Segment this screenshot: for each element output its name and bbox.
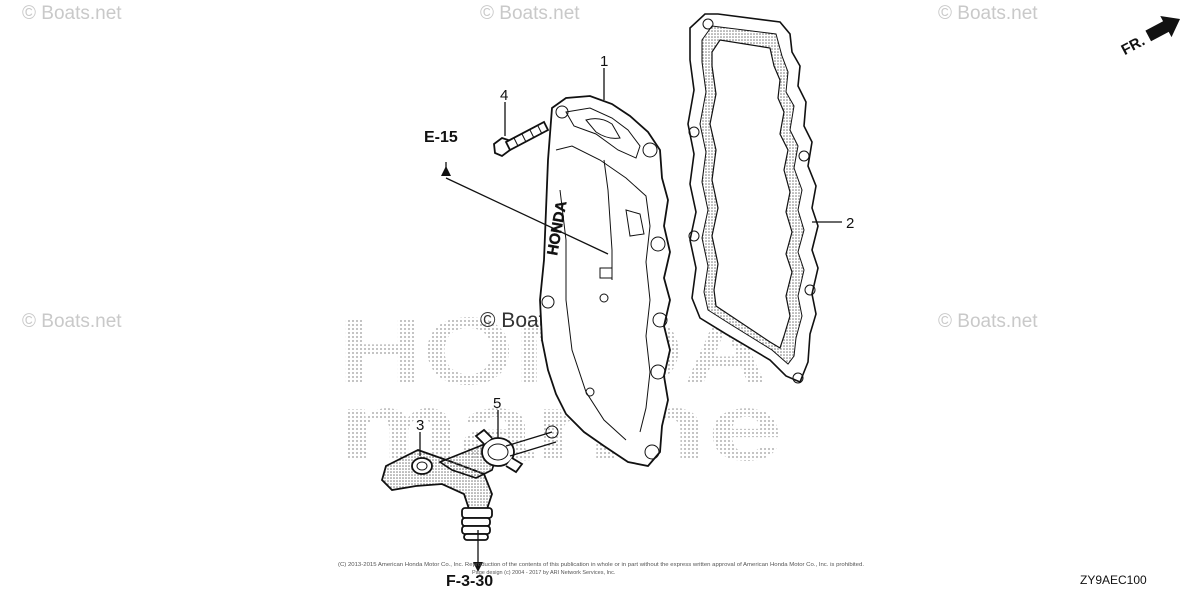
head-cover-part[interactable]: HONDA <box>539 95 671 467</box>
watermark-top-right: © Boats.net <box>938 3 1038 24</box>
reference-arrow-upper-icon <box>441 166 451 176</box>
copyright-line-1: (C) 2013-2015 American Honda Motor Co., … <box>338 562 865 568</box>
copyright-line-2: Page design (c) 2004 - 2017 by ARI Netwo… <box>472 570 616 576</box>
watermark-mid-right: © Boats.net <box>938 311 1038 332</box>
watermark-top-center: © Boats.net <box>480 3 580 24</box>
reference-line-upper-diagonal <box>445 177 609 255</box>
hose-clamp-part[interactable] <box>474 428 557 474</box>
callout-5[interactable]: 5 <box>493 395 501 412</box>
reference-lower[interactable]: F-3-30 <box>446 573 493 590</box>
reference-arrow-lower-icon <box>473 562 483 572</box>
callout-2[interactable]: 2 <box>846 215 854 232</box>
front-label: FR. <box>1118 32 1147 58</box>
callout-3[interactable]: 3 <box>416 417 424 434</box>
bolt-part[interactable] <box>493 120 550 158</box>
front-direction-indicator: FR. <box>1118 15 1181 59</box>
callout-1[interactable]: 1 <box>600 53 608 70</box>
watermark-mid-left: © Boats.net <box>22 311 122 332</box>
front-arrow-icon <box>1145 15 1181 42</box>
reference-upper[interactable]: E-15 <box>424 129 458 146</box>
diagram-code: ZY9AEC100 <box>1080 573 1147 587</box>
callout-4[interactable]: 4 <box>500 87 508 104</box>
gasket-part[interactable] <box>687 13 819 384</box>
watermark-top-left: © Boats.net <box>22 3 122 24</box>
